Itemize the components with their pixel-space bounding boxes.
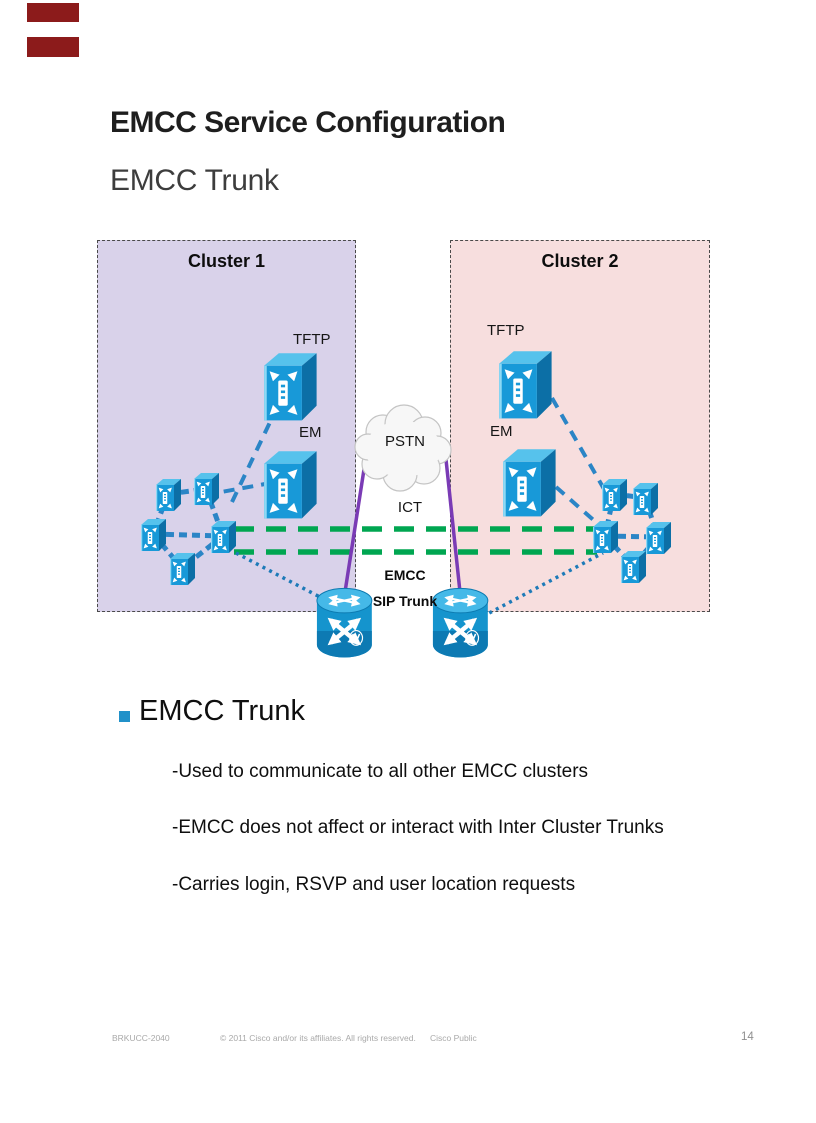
footer-classification: Cisco Public bbox=[430, 1033, 477, 1043]
bullet-item-3: -Carries login, RSVP and user location r… bbox=[172, 874, 576, 895]
page-subtitle: EMCC Trunk bbox=[110, 164, 279, 197]
corner-mark-bottom bbox=[27, 37, 79, 57]
bullet-item-1: -Used to communicate to all other EMCC c… bbox=[172, 761, 589, 782]
cluster1-title: Cluster 1 bbox=[187, 251, 266, 271]
footer-copyright: © 2011 Cisco and/or its affiliates. All … bbox=[220, 1033, 416, 1043]
corner-mark-top bbox=[27, 3, 79, 22]
cluster2-title: Cluster 2 bbox=[541, 251, 619, 271]
pstn-label: PSTN bbox=[384, 433, 425, 450]
cluster2-tftp-label: TFTP bbox=[487, 322, 525, 339]
footer-page-number: 14 bbox=[741, 1031, 754, 1043]
emcc-sip-trunk-label-line1: EMCC bbox=[384, 567, 426, 583]
cluster1-tftp-label: TFTP bbox=[293, 331, 331, 348]
cluster2-em-label: EM bbox=[490, 423, 513, 440]
bullet-square-icon bbox=[119, 711, 130, 722]
cluster1-em-label: EM bbox=[299, 424, 322, 441]
emcc-sip-trunk-label-line2: SIP Trunk bbox=[372, 593, 438, 609]
bullet-heading: EMCC Trunk bbox=[139, 695, 305, 727]
footer-session-id: BRKUCC-2040 bbox=[112, 1033, 170, 1043]
ict-label: ICT bbox=[397, 499, 423, 516]
page-title: EMCC Service Configuration bbox=[110, 106, 506, 139]
bullet-item-2: -EMCC does not affect or interact with I… bbox=[172, 817, 664, 838]
cluster2-box: Cluster 2 bbox=[450, 240, 710, 612]
emcc-sip-trunk-label: EMCC SIP Trunk bbox=[352, 562, 458, 614]
